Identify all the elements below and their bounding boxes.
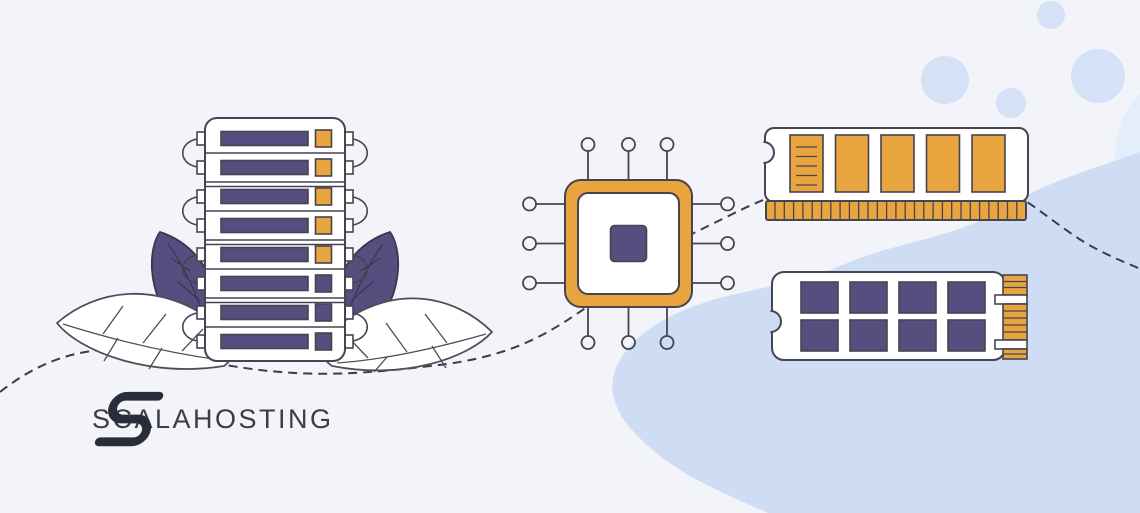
ram-connector-pins [774, 202, 1018, 219]
leaf-vein [336, 243, 384, 345]
server-rack-illustration [181, 117, 369, 362]
bubble-icon [1037, 1, 1065, 29]
indicator-square [314, 332, 333, 351]
server-row [220, 188, 309, 205]
server-row [220, 333, 309, 350]
cable-loop [181, 195, 204, 227]
server-row [220, 159, 309, 176]
server-row [220, 246, 309, 263]
leaf-vein [167, 243, 215, 345]
indicator-square [314, 216, 333, 235]
memory-chip [789, 134, 824, 193]
leaf-vein [336, 313, 487, 373]
logo-s-mark-icon [94, 391, 164, 447]
memory-chip [880, 134, 915, 193]
scalahosting-logo: SCALAHOSTING [92, 390, 334, 448]
cable-loop [346, 253, 369, 285]
memory-chip [925, 134, 961, 193]
nand-chip [800, 319, 839, 352]
indicator-square [314, 158, 333, 177]
ram-notch [763, 141, 775, 164]
cable-loop [181, 253, 204, 285]
indicator-square [314, 187, 333, 206]
server-row-separators [206, 152, 344, 328]
cable-loop [346, 137, 369, 169]
server-indicators [314, 129, 333, 351]
ram-module-illustration [763, 127, 1029, 221]
indicator-square [314, 245, 333, 264]
nand-chip [800, 281, 839, 314]
ssd-chips [800, 281, 986, 352]
cpu-core [609, 224, 648, 263]
nand-chip [898, 281, 937, 314]
cable-loop [181, 311, 204, 343]
server-row [220, 217, 309, 234]
cpu-pins [522, 137, 735, 350]
indicator-square [314, 274, 333, 293]
chip-label-lines [796, 146, 817, 186]
bubble-icon [996, 88, 1026, 118]
server-side-tabs [196, 131, 354, 349]
ssd-illustration [770, 271, 1028, 361]
nand-chip [898, 319, 937, 352]
memory-chip [971, 134, 1006, 193]
server-rows [220, 130, 309, 350]
server-row [220, 130, 309, 147]
white-leaves [55, 292, 494, 373]
cable-loop [346, 311, 369, 343]
bubble-icon [1071, 49, 1125, 103]
cable-loop [181, 137, 204, 169]
memory-chip [834, 134, 870, 193]
indicator-square [314, 303, 333, 322]
ram-chips [789, 134, 1006, 193]
server-row [220, 275, 309, 292]
nand-chip [849, 319, 888, 352]
server-row [220, 304, 309, 321]
indicator-square [314, 129, 333, 148]
cable-loop [346, 195, 369, 227]
ssd-notch [770, 310, 782, 333]
nand-chip [849, 281, 888, 314]
ssd-edge-connector [994, 274, 1028, 360]
nand-chip [947, 319, 986, 352]
cpu-illustration [522, 137, 735, 350]
bubble-icon [921, 56, 969, 104]
nand-chip [947, 281, 986, 314]
